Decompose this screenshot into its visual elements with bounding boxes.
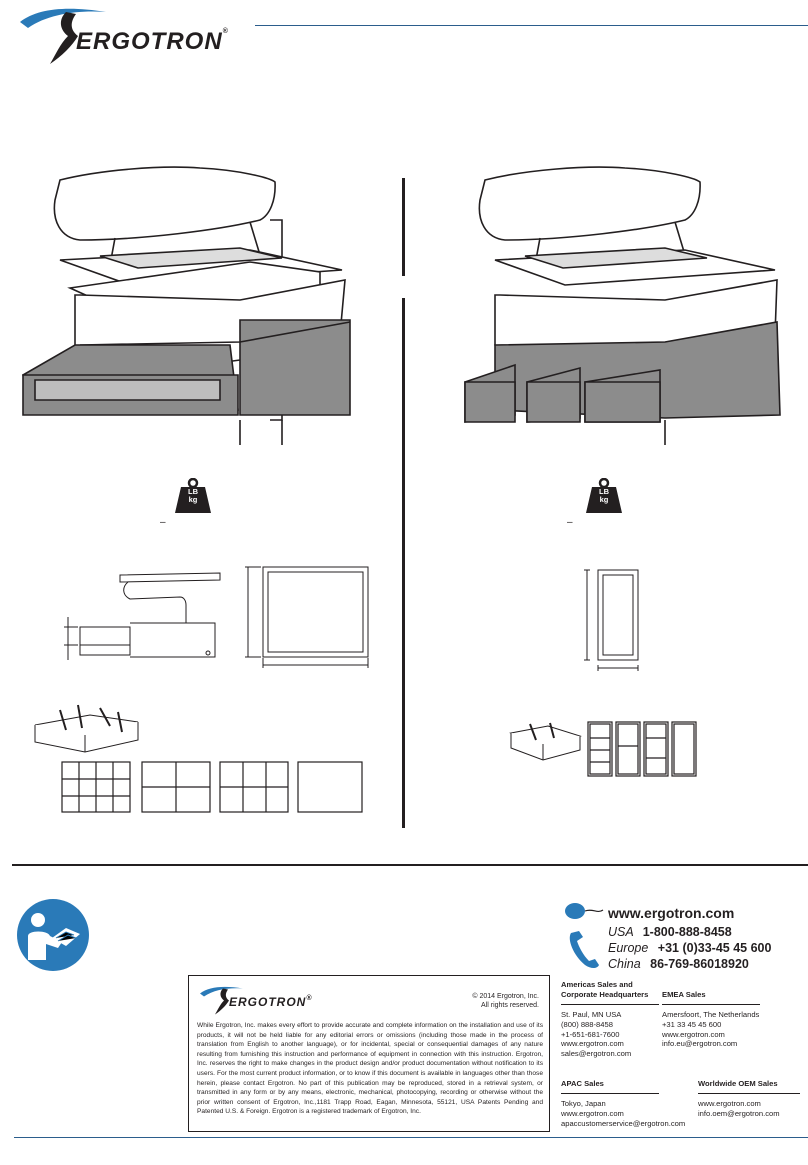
phone-number[interactable]: 1-800-888-8458 [642,925,732,939]
weight-lb-label: LB [599,487,609,496]
narrow-drawer-divider-illustration [509,722,582,761]
weight-kg-label: kg [188,495,198,504]
phone-region: USA [608,925,634,939]
sales-line: Tokyo, Japan [561,1099,606,1108]
sales-heading: APAC Sales [561,1079,604,1088]
weight-lb-label: LB [188,487,198,496]
phone-europe: Europe +31 (0)33-45 45 600 [608,941,771,955]
weight-kg-label: kg [599,495,609,504]
column-divider-top [402,178,405,276]
disclaimer-logo: ERGOTRON® [199,984,349,1016]
drawer-layout-options-right [587,721,697,777]
sales-line: (800) 888-8458 [561,1019,613,1029]
sales-line: +31 33 45 45 600 [662,1019,722,1029]
logo-text: ERGOTRON [229,995,307,1009]
sales-oem: Worldwide OEM Sales www.ergotron.com inf… [698,1079,800,1119]
header-rule [255,25,808,26]
sales-link[interactable]: www.ergotron.com [662,1029,725,1039]
rights-line: All rights reserved. [481,1002,539,1009]
mouse-icon [565,903,604,919]
copyright-line: © 2014 Ergotron, Inc. [472,993,539,1000]
phone-icon [569,931,599,968]
registered-mark: ® [306,995,313,1002]
sales-email[interactable]: info.oem@ergotron.com [698,1108,780,1118]
sales-heading: EMEA Sales [662,990,706,999]
sales-link[interactable]: www.ergotron.com [561,1108,624,1118]
drawer-layout-options-left [61,761,363,813]
sales-rule [561,1093,659,1094]
disclaimer-text: While Ergotron, Inc. makes every effort … [197,1022,543,1116]
sales-emea: EMEA Sales Amersfoort, The Netherlands +… [662,990,760,1049]
cart-single-drawer-illustration [22,166,351,445]
sales-email[interactable]: apaccustomerservice@ergotron.com [561,1118,686,1128]
sales-line: St. Paul, MN USA [561,1010,622,1019]
weight-value-left: – [160,517,166,528]
drawer-divider-insert-illustration [34,704,139,753]
weight-icon [586,477,622,513]
column-divider-bottom [402,298,405,828]
sales-email[interactable]: info.eu@ergotron.com [662,1039,738,1049]
sales-heading: Americas Sales and [561,980,633,989]
phone-region: Europe [608,941,649,955]
sales-line: +1-651-681-7600 [561,1029,620,1039]
sales-americas: Americas Sales and Corporate Headquarter… [561,980,659,1059]
header-logo: ERGOTRON® [18,4,258,64]
logo-swoosh-icon [20,8,106,64]
sales-heading: Corporate Headquarters [561,990,649,999]
sales-rule [698,1093,800,1094]
phone-china: China 86-769-86018920 [608,957,749,971]
phone-number[interactable]: 86-769-86018920 [650,957,749,971]
logo-swoosh-icon [200,986,243,1015]
phone-usa: USA 1-800-888-8458 [608,925,732,939]
disclaimer-box: ERGOTRON® © 2014 Ergotron, Inc. All righ… [188,975,550,1132]
side-profile-dimension-diagram [64,572,221,660]
phone-region: China [608,957,641,971]
website-url[interactable]: www.ergotron.com [608,905,735,921]
sales-apac: APAC Sales Tokyo, Japan www.ergotron.com… [561,1079,696,1128]
read-manual-icon [17,899,89,971]
footer-rule [14,1137,808,1138]
logo-text: ERGOTRON [76,28,223,55]
sales-rule [561,1004,659,1005]
sales-email[interactable]: sales@ergotron.com [561,1049,632,1059]
top-view-dimension-diagram [245,566,369,668]
registered-mark: ® [222,28,229,35]
sales-heading: Worldwide OEM Sales [698,1079,778,1088]
sales-line: Amersfoort, The Netherlands [662,1010,760,1019]
sales-link[interactable]: www.ergotron.com [561,1039,624,1049]
cart-triple-drawer-illustration [464,166,781,445]
weight-icon [175,477,211,513]
sales-link[interactable]: www.ergotron.com [698,1099,761,1108]
section-separator [12,864,808,866]
sales-rule [662,1004,760,1005]
phone-number[interactable]: +31 (0)33-45 45 600 [657,941,772,955]
weight-value-right: – [567,517,573,528]
narrow-drawer-dimension-diagram [584,569,639,671]
